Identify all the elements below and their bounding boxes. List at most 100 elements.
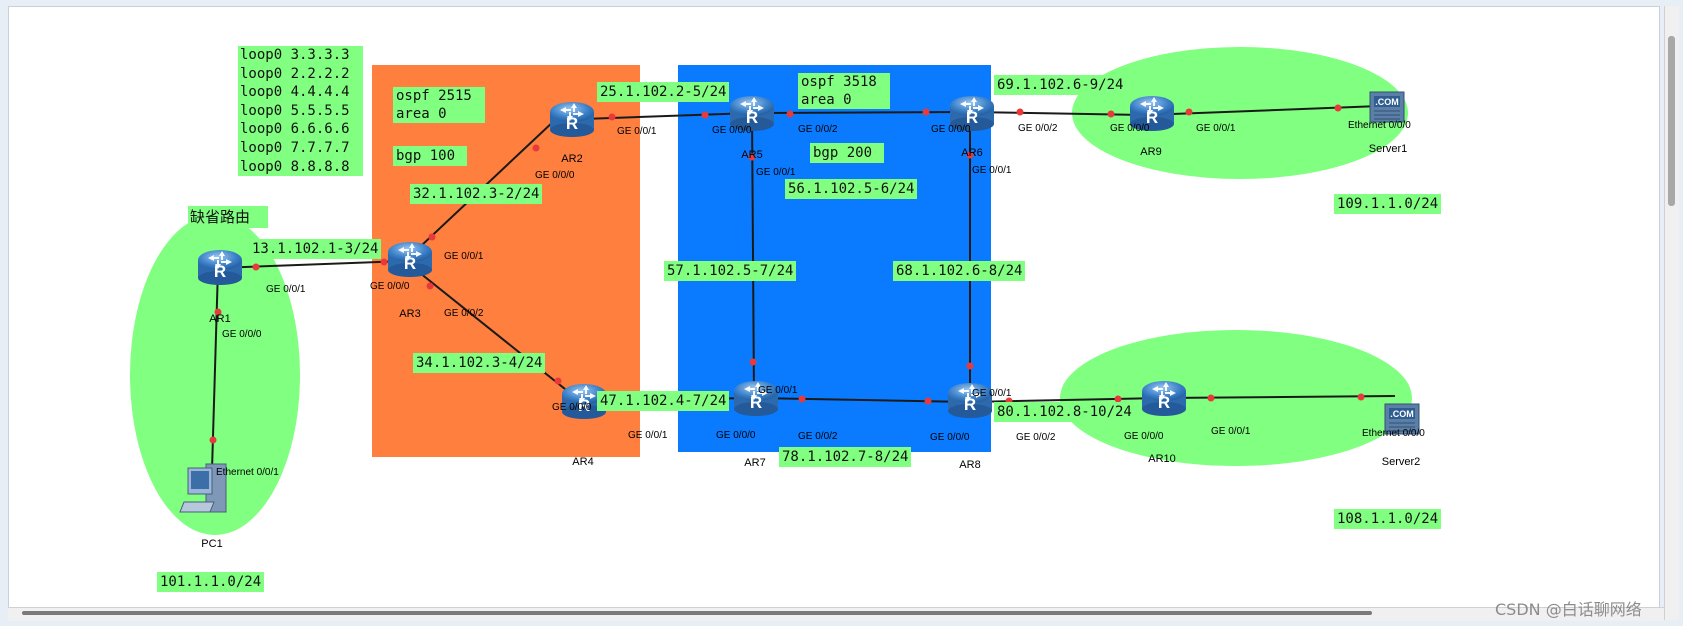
- as200-ospf-label: ospf 3518: [801, 74, 877, 90]
- port-dot: [532, 144, 540, 152]
- vertical-scrollbar[interactable]: [1664, 6, 1679, 620]
- server-icon: .COM: [1369, 91, 1405, 123]
- loopback-item: loop0 7.7.7.7: [240, 139, 350, 156]
- port-dot: [428, 233, 436, 241]
- subnet-label-47: 47.1.102.4-7/24: [597, 391, 730, 411]
- port-label: GE 0/0/0: [930, 432, 970, 443]
- port-dot: [701, 111, 709, 119]
- link-ar3-ar4: [404, 260, 581, 402]
- link-ar8-ar10: [969, 397, 1163, 403]
- router-ar2[interactable]: [550, 102, 594, 137]
- port-dot: [966, 362, 974, 370]
- port-label: GE 0/0/2: [444, 308, 484, 319]
- port-label: GE 0/0/1: [756, 167, 796, 178]
- network-label-101: 101.1.1.0/24: [157, 572, 265, 592]
- subnet-label-78: 78.1.102.7-8/24: [779, 447, 912, 467]
- port-label: GE 0/0/1: [1196, 123, 1236, 134]
- server-icon: .COM: [1384, 403, 1420, 435]
- network-diagram: R: [130, 47, 1425, 550]
- port-label: GE 0/0/1: [1211, 426, 1251, 437]
- port-label: GE 0/0/2: [1018, 123, 1058, 134]
- as100-area-label: area 0: [396, 106, 447, 122]
- port-labels: GE 0/0/1 GE 0/0/0 GE 0/0/0 GE 0/0/1 GE 0…: [216, 120, 1425, 478]
- port-label: GE 0/0/0: [370, 281, 410, 292]
- loopback-item: loop0 4.4.4.4: [240, 84, 350, 101]
- port-label: GE 0/0/0: [712, 125, 752, 136]
- port-dot: [426, 282, 434, 290]
- port-dot: [924, 397, 932, 405]
- vertical-scroll-thumb[interactable]: [1668, 36, 1675, 206]
- device-label-ar10: AR10: [1148, 453, 1176, 465]
- link-ar5-ar7: [751, 112, 755, 399]
- port-dot: [966, 151, 974, 159]
- loopback-item: loop0 5.5.5.5: [240, 102, 350, 119]
- as100-ospf-box: ospf 2515 area 0: [393, 87, 485, 123]
- port-dot: [252, 263, 260, 271]
- loopback-item: loop0 8.8.8.8: [240, 158, 350, 175]
- port-dot: [749, 358, 757, 366]
- port-dot: [214, 308, 222, 316]
- default-route-label: 缺省路由: [188, 206, 268, 228]
- loopback-item: loop0 2.2.2.2: [240, 65, 350, 82]
- port-label: GE 0/0/0: [931, 124, 971, 135]
- router-ar3[interactable]: [388, 242, 432, 277]
- horizontal-scroll-thumb[interactable]: [22, 611, 1372, 615]
- subnet-label-13: 13.1.102.1-3/24: [249, 239, 382, 259]
- port-label: GE 0/0/2: [798, 124, 838, 135]
- as200-bgp-label: bgp 200: [810, 143, 884, 163]
- router-icon: [388, 242, 432, 277]
- link-ar1-pc1: [211, 267, 219, 471]
- network-label-108: 108.1.1.0/24: [1334, 509, 1442, 529]
- device-label-server1: Server1: [1369, 143, 1408, 155]
- watermark-text: CSDN @白话聊网络: [1495, 600, 1642, 619]
- port-dot: [748, 153, 756, 161]
- pc1-device[interactable]: [179, 463, 227, 513]
- device-labels: AR1 AR2 AR3 AR4 AR5 AR6 AR7 AR8 AR9 AR10…: [201, 143, 1420, 550]
- link-ar10-server2: [1161, 395, 1396, 399]
- port-label: GE 0/0/2: [798, 431, 838, 442]
- subnet-label-68: 68.1.102.6-8/24: [893, 261, 1026, 281]
- port-dot: [608, 113, 616, 121]
- port-label: GE 0/0/0: [222, 329, 262, 340]
- as200-region: [678, 65, 991, 452]
- port-label: GE 0/0/1: [444, 251, 484, 262]
- subnet-label-25: 25.1.102.2-5/24: [597, 82, 730, 102]
- port-label: GE 0/0/1: [972, 165, 1012, 176]
- as100-ospf-label: ospf 2515: [396, 88, 472, 104]
- port-label: GE 0/0/0: [1110, 123, 1150, 134]
- as100-bgp-label: bgp 100: [393, 146, 467, 166]
- device-label-ar1: AR1: [209, 313, 230, 325]
- device-label-ar8: AR8: [959, 459, 980, 471]
- server1-lan-ellipse: [1072, 47, 1408, 179]
- port-dot: [798, 395, 806, 403]
- device-label-ar2: AR2: [561, 153, 582, 165]
- port-label: GE 0/0/0: [535, 170, 575, 181]
- port-label: GE 0/0/1: [266, 284, 306, 295]
- port-dot: [1185, 108, 1193, 116]
- subnet-label-56: 56.1.102.5-6/24: [785, 179, 918, 199]
- port-label: GE 0/0/1: [617, 126, 657, 137]
- subnet-label-69: 69.1.102.6-9/24: [994, 75, 1127, 95]
- router-icon: [550, 102, 594, 137]
- router-ar10[interactable]: [1142, 381, 1186, 416]
- link-ar5-ar6: [751, 111, 971, 114]
- server1-device[interactable]: .COM: [1369, 91, 1405, 123]
- port-dot: [209, 436, 217, 444]
- network-label-109: 109.1.1.0/24: [1334, 194, 1442, 214]
- port-label: Ethernet 0/0/0: [1348, 120, 1411, 131]
- as200-ospf-box: ospf 3518 area 0: [798, 73, 890, 109]
- loopback-list: loop0 3.3.3.3 loop0 2.2.2.2 loop0 4.4.4.…: [238, 46, 363, 177]
- horizontal-scrollbar[interactable]: [8, 607, 1664, 621]
- device-label-ar9: AR9: [1140, 146, 1161, 158]
- port-dot: [1207, 394, 1215, 402]
- router-icon: [198, 250, 242, 285]
- link-ar1-ar3: [217, 260, 406, 269]
- loopback-item: loop0 6.6.6.6: [240, 121, 350, 138]
- router-ar1[interactable]: [198, 250, 242, 285]
- device-label-ar6: AR6: [961, 147, 982, 159]
- port-dot: [1357, 393, 1365, 401]
- link-ar7-ar8: [753, 397, 971, 403]
- port-dot: [1334, 104, 1342, 112]
- server2-device[interactable]: .COM: [1384, 403, 1420, 435]
